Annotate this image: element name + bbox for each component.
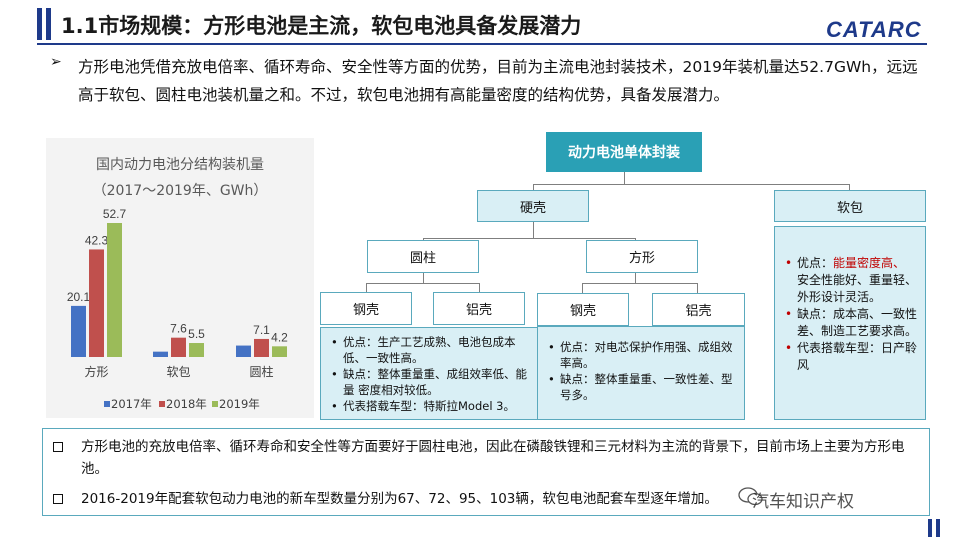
legend-swatch xyxy=(212,401,218,407)
node-cylindrical-aluminum: 铝壳 xyxy=(433,292,525,325)
intro-paragraph: 方形电池凭借充放电倍率、循环寿命、安全性等方面的优势，目前为主流电池封装技术，2… xyxy=(78,58,918,104)
data-label: 7.1 xyxy=(253,323,270,337)
checkbox-square-icon xyxy=(53,442,63,452)
bar-软包-2017年 xyxy=(153,351,168,357)
connector-line xyxy=(423,238,424,240)
connector-line xyxy=(849,184,850,190)
bar-圆柱-2019年 xyxy=(272,346,287,357)
header-accent-bars xyxy=(37,8,53,40)
pouch-description: 优点：能量密度高、安全性能好、重量轻、外形设计灵活。 缺点：成本高、一致性差、制… xyxy=(774,226,926,420)
node-prismatic-aluminum: 铝壳 xyxy=(652,293,745,326)
checkbox-square-icon xyxy=(53,494,63,504)
chart-subtitle: （2017～2019年、GWh） xyxy=(92,183,268,199)
connector-line xyxy=(533,222,534,238)
bar-方形-2017年 xyxy=(71,305,86,357)
prismatic-cons: 缺点：整体重量重、一致性差、型号多。 xyxy=(548,371,736,403)
connector-line xyxy=(366,283,480,284)
connector-line xyxy=(697,283,698,293)
data-label: 7.6 xyxy=(170,322,187,336)
data-label: 42.3 xyxy=(85,233,109,247)
conclusion-item: 2016-2019年配套软包动力电池的新车型数量分别为67、72、95、103辆… xyxy=(53,488,919,510)
category-label: 方形 xyxy=(84,364,108,379)
node-cylindrical-steel: 钢壳 xyxy=(320,292,412,325)
conclusions-box: 方形电池的充放电倍率、循环寿命和安全性等方面要好于圆柱电池，因此在磷酸铁锂和三元… xyxy=(42,428,930,516)
conclusion-text: 方形电池的充放电倍率、循环寿命和安全性等方面要好于圆柱电池，因此在磷酸铁锂和三元… xyxy=(81,439,905,477)
page-title: 1.1市场规模：方形电池是主流，软包电池具备发展潜力 xyxy=(61,14,582,38)
bar-软包-2018年 xyxy=(171,337,186,357)
data-label: 52.7 xyxy=(103,207,127,221)
node-pouch: 软包 xyxy=(774,190,926,222)
node-cylindrical: 圆柱 xyxy=(367,240,479,273)
bar-圆柱-2017年 xyxy=(236,345,251,357)
node-prismatic: 方形 xyxy=(586,240,698,273)
conclusion-text: 2016-2019年配套软包动力电池的新车型数量分别为67、72、95、103辆… xyxy=(81,491,718,507)
connector-line xyxy=(423,238,636,239)
connector-line xyxy=(582,283,583,293)
legend-swatch xyxy=(104,401,110,407)
footer-accent-bars xyxy=(928,519,942,537)
bar-方形-2018年 xyxy=(89,249,104,357)
data-label: 4.2 xyxy=(271,330,288,344)
prismatic-description: 优点：对电芯保护作用强、成组效率高。 缺点：整体重量重、一致性差、型号多。 xyxy=(537,326,745,420)
connector-line xyxy=(533,184,850,185)
connector-line xyxy=(635,273,636,283)
intro-arrow-bullet-icon: ➢ xyxy=(50,54,62,70)
catarc-logo: CATARC xyxy=(826,17,922,42)
pouch-pros-label: 优点： xyxy=(797,256,834,270)
chart-title: 国内动力电池分结构装机量 xyxy=(96,157,264,173)
connector-line xyxy=(624,172,625,184)
legend-label: 2017年 xyxy=(111,397,152,411)
watermark-text: 汽车知识产权 xyxy=(752,492,854,512)
bar-圆柱-2018年 xyxy=(254,338,269,357)
install-volume-chart: 国内动力电池分结构装机量 （2017～2019年、GWh） 20.1 42.3 52… xyxy=(46,138,314,418)
connector-line xyxy=(582,283,698,284)
pouch-model: 代表搭载车型：日产聆风 xyxy=(785,340,917,374)
header-divider xyxy=(37,43,927,45)
category-label: 圆柱 xyxy=(249,364,273,379)
conclusion-item: 方形电池的充放电倍率、循环寿命和安全性等方面要好于圆柱电池，因此在磷酸铁锂和三元… xyxy=(53,436,919,480)
pouch-pros-highlight: 能量密度高、 xyxy=(833,256,906,270)
connector-line xyxy=(366,283,367,292)
data-label: 5.5 xyxy=(188,327,205,341)
prismatic-pros: 优点：对电芯保护作用强、成组效率高。 xyxy=(548,339,736,371)
category-label: 软包 xyxy=(166,365,190,379)
node-cell-packaging: 动力电池单体封装 xyxy=(546,132,702,172)
connector-line xyxy=(635,238,636,240)
cylindrical-pros: 优点：生产工艺成熟、电池包成本低、一致性高。 xyxy=(331,334,531,366)
connector-line xyxy=(479,283,480,292)
connector-line xyxy=(423,273,424,283)
wechat-icon xyxy=(738,487,763,506)
cylindrical-cons: 缺点：整体重量重、成组效率低、能量 密度相对较低。 xyxy=(331,366,531,398)
legend-swatch xyxy=(159,401,165,407)
bar-方形-2019年 xyxy=(107,223,122,357)
legend-label: 2019年 xyxy=(219,397,260,411)
data-label: 20.1 xyxy=(67,290,91,304)
pouch-cons: 缺点：成本高、一致性差、制造工艺要求高。 xyxy=(785,306,917,340)
legend-label: 2018年 xyxy=(166,397,207,411)
connector-line xyxy=(533,184,534,190)
pouch-pros: 优点：能量密度高、安全性能好、重量轻、外形设计灵活。 xyxy=(785,255,917,306)
node-prismatic-steel: 钢壳 xyxy=(537,293,629,326)
cylindrical-description: 优点：生产工艺成熟、电池包成本低、一致性高。 缺点：整体重量重、成组效率低、能量… xyxy=(320,327,540,420)
pouch-pros-rest: 安全性能好、重量轻、外形设计灵活。 xyxy=(797,273,918,304)
cylindrical-model: 代表搭载车型：特斯拉Model 3。 xyxy=(331,398,531,414)
bar-软包-2019年 xyxy=(189,343,204,357)
node-hard-shell: 硬壳 xyxy=(477,190,589,222)
